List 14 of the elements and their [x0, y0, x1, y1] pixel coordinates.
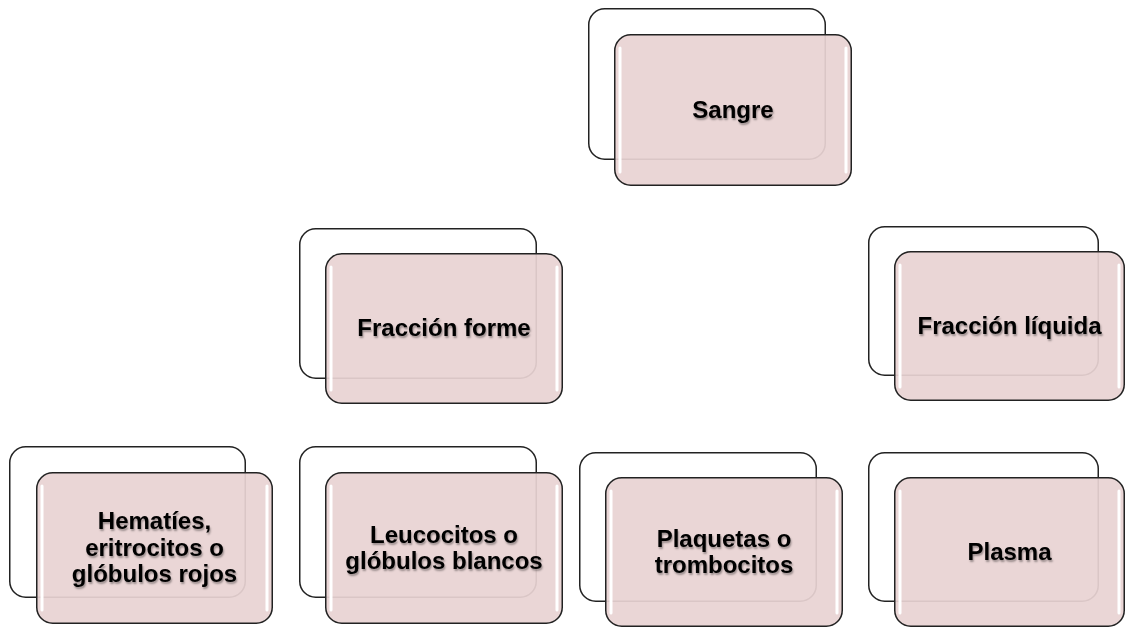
- card-label: Fracción líquida: [917, 312, 1102, 340]
- card-label: Plasma: [967, 538, 1052, 566]
- card-label: Hematíes, eritrocitos o glóbulos rojos: [70, 508, 239, 588]
- stacked-card: [868, 452, 1125, 627]
- stacked-card: [299, 228, 563, 404]
- card-label: Plaquetas o trombocitos: [653, 525, 795, 579]
- card-label: Fracción forme: [357, 315, 531, 342]
- card-label: Leucocitos o glóbulos blancos: [344, 521, 544, 575]
- stacked-card: [868, 226, 1125, 401]
- card-label: Sangre: [692, 96, 774, 124]
- stacked-card: [9, 446, 273, 624]
- stacked-card: [299, 446, 563, 624]
- stacked-card: [579, 452, 843, 627]
- stacked-card: [588, 8, 852, 186]
